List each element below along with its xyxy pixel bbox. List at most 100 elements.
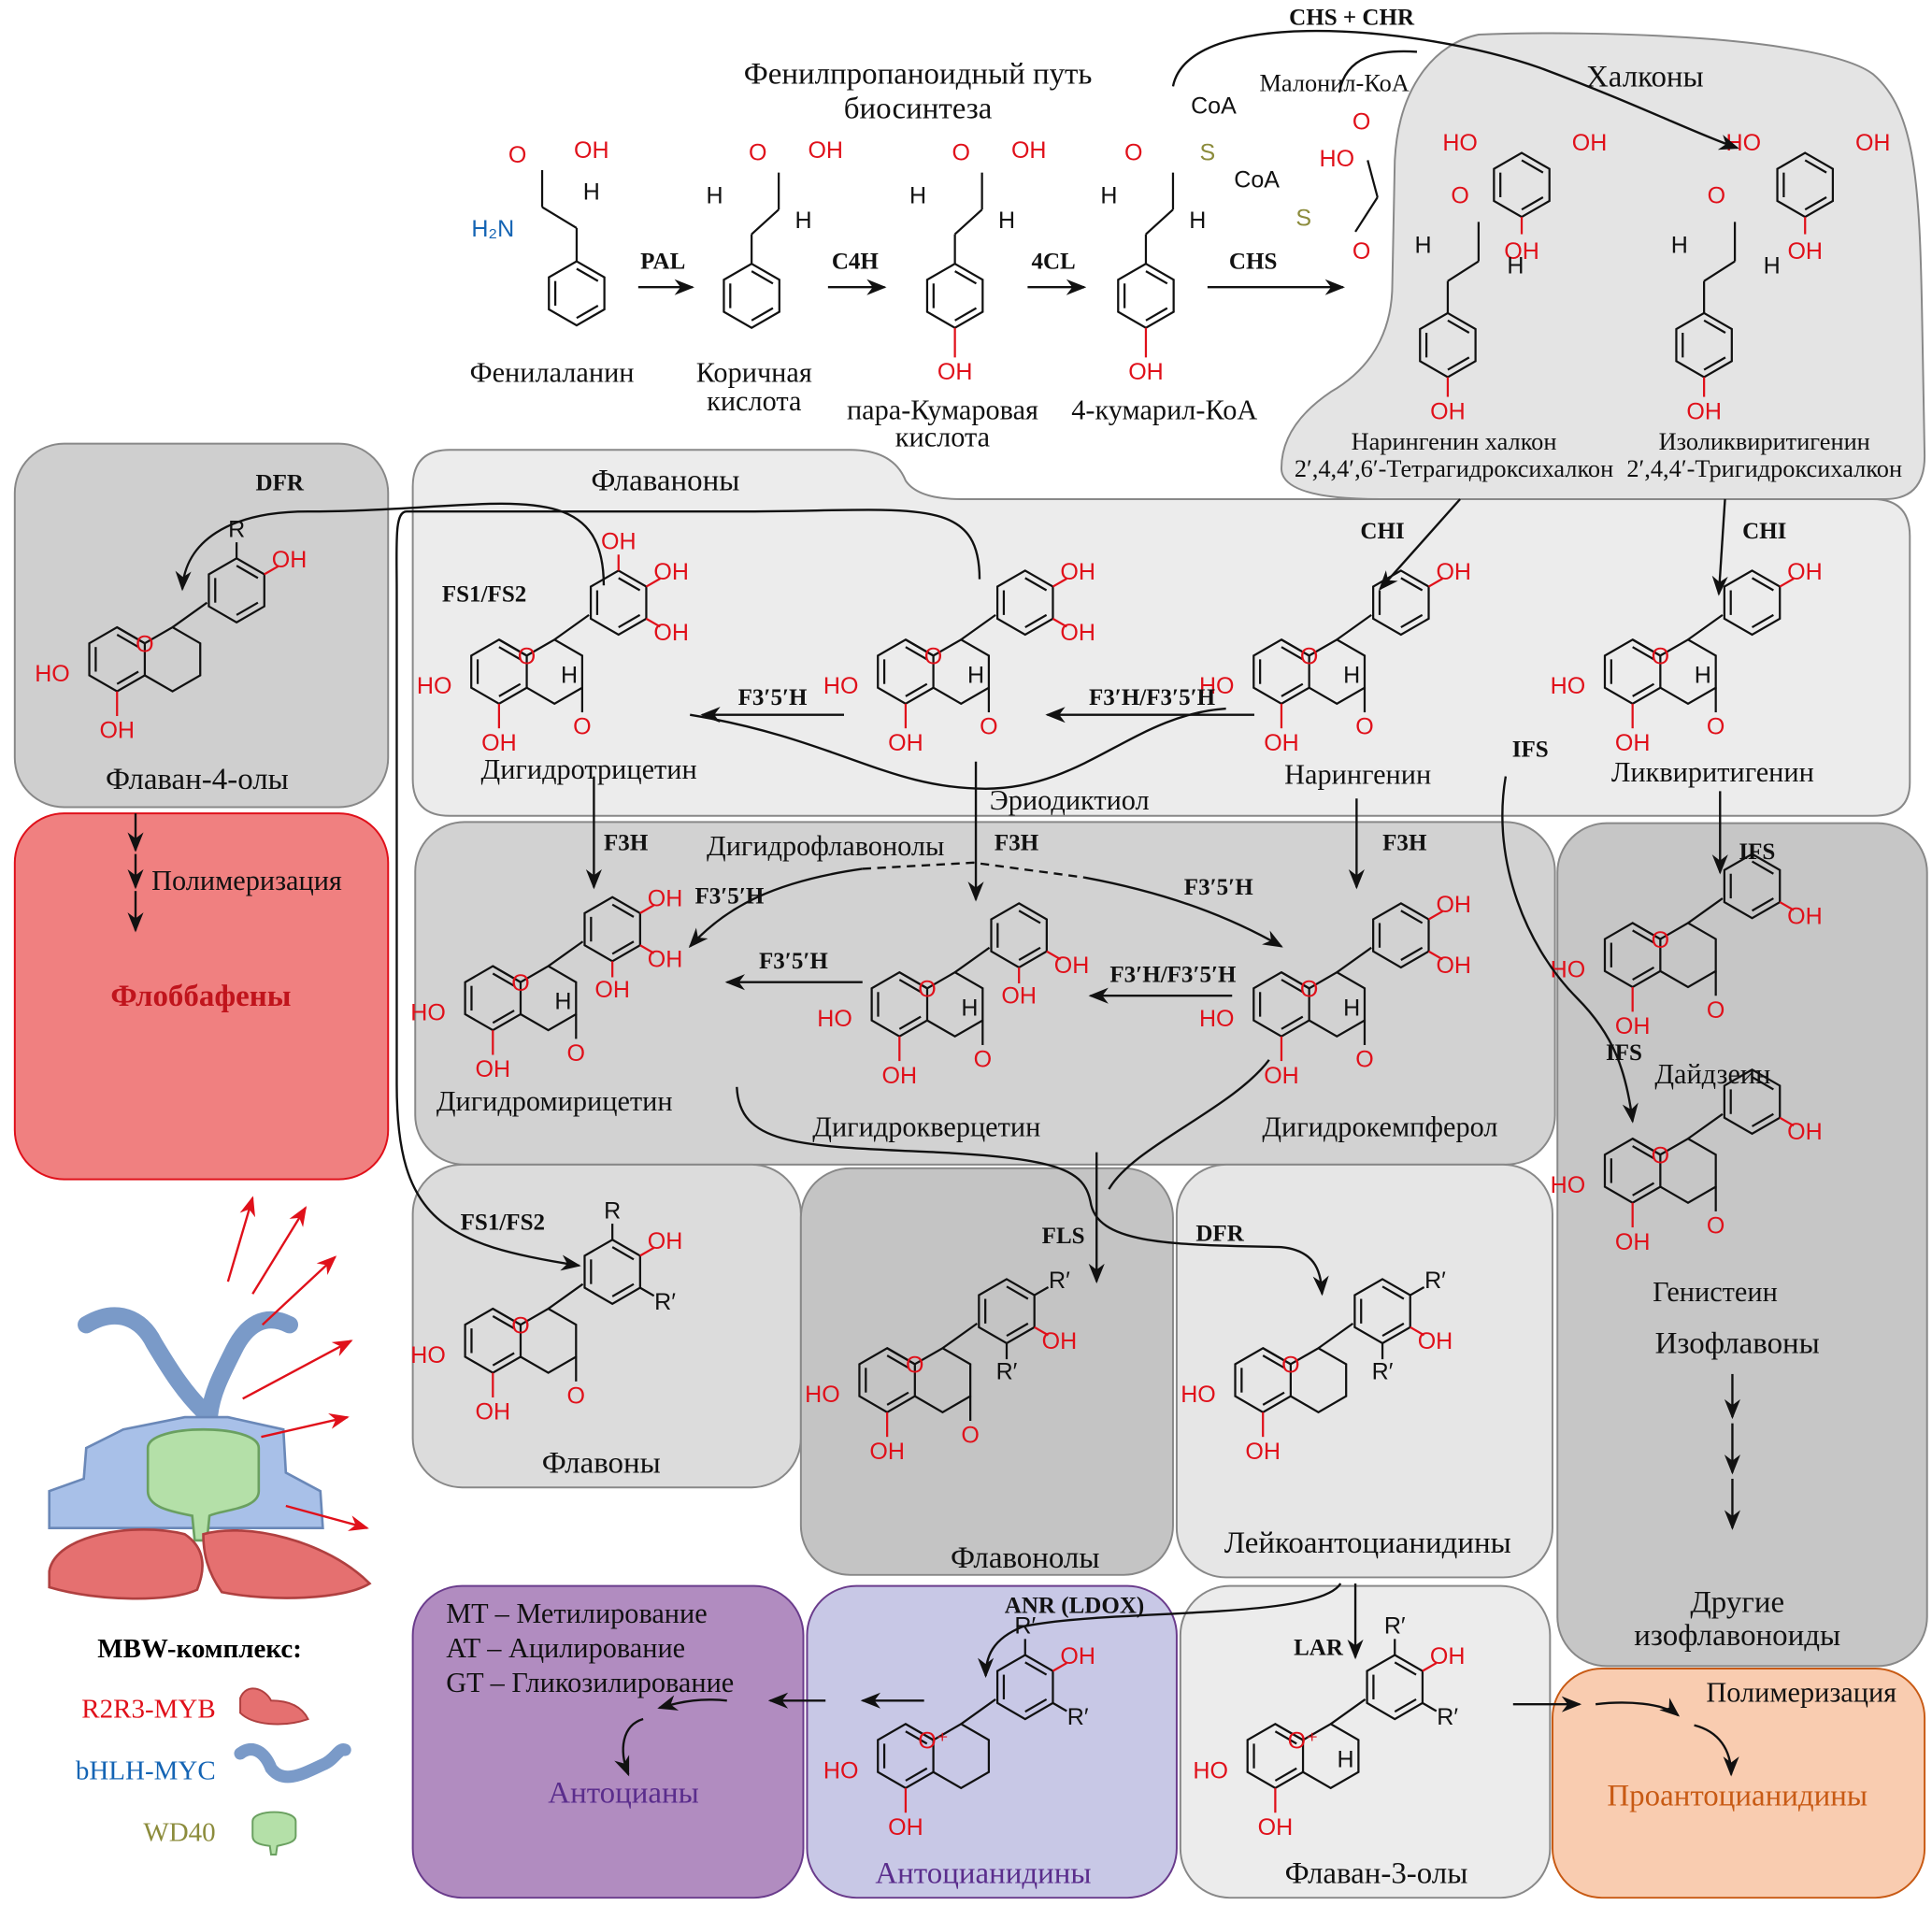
- enzyme-pal: PAL: [640, 249, 685, 274]
- fs-arrow: [395, 509, 981, 1271]
- other-isoflavonoids-label-1: Другие: [1690, 1585, 1784, 1619]
- double-bond: [236, 601, 259, 616]
- double-bond: [905, 1767, 928, 1782]
- bond: [1779, 1116, 1795, 1127]
- atom-label: H: [967, 662, 984, 688]
- dihydromyricetin-label: Дигидромирицетин: [436, 1085, 673, 1117]
- atom-label: O: [1652, 644, 1669, 670]
- atom-label: O: [1352, 238, 1370, 265]
- atom-label: OH: [648, 1228, 683, 1254]
- benzene-ring: [548, 260, 606, 327]
- bond: [1052, 617, 1067, 628]
- atom-label: OH: [1787, 238, 1823, 265]
- naringenin-chalcone-label: Нарингенин халкон: [1352, 428, 1557, 455]
- pa-polymer-arrow-2: [1694, 1724, 1739, 1777]
- double-bond: [611, 903, 635, 918]
- double-bond: [1804, 159, 1827, 174]
- atom-label: OH: [272, 547, 308, 573]
- enzyme-4cl: 4CL: [1031, 249, 1075, 274]
- double-bond: [1521, 159, 1544, 174]
- atom-label: OH: [882, 1063, 918, 1089]
- double-bond: [1024, 577, 1048, 592]
- chi-arrow-2: [1711, 498, 1728, 596]
- atom-label: R′: [1424, 1268, 1446, 1294]
- atom-label: R: [604, 1197, 621, 1224]
- atom-label: OH: [653, 559, 689, 585]
- enzyme-c4h: C4H: [832, 249, 880, 274]
- atom-label: OH: [888, 730, 923, 756]
- double-bond: [751, 270, 774, 285]
- atom-label: OH: [1615, 730, 1651, 756]
- atom-label: OH: [574, 137, 609, 164]
- enzyme-f3h-f35h-dihydroflavonol: F3′H/F3′5′H: [1109, 963, 1237, 988]
- bond: [645, 578, 661, 588]
- isoliquiritigenin-label: Изоликвиритигенин: [1659, 428, 1870, 455]
- flavan-3-ols-label: Флаван-3-олы: [1285, 1856, 1468, 1890]
- bond: [1422, 1662, 1438, 1672]
- double-bond: [492, 1010, 515, 1024]
- atom-label: O: [508, 142, 526, 168]
- heterocycle-ring: [1262, 1346, 1348, 1414]
- double-bond: [492, 972, 515, 987]
- naringenin-to-dihydrotricetin-curve: [690, 707, 1226, 790]
- atom-label: HO: [1181, 1382, 1216, 1408]
- atom-label: H: [1671, 232, 1688, 258]
- double-bond: [1006, 1285, 1029, 1300]
- atom-label: OH: [1060, 559, 1095, 585]
- enzyme-f35h-a: F3′5′H: [694, 883, 764, 909]
- bond: [547, 940, 584, 967]
- double-bond: [886, 1391, 909, 1406]
- atom-label: O: [980, 714, 997, 740]
- bond: [953, 208, 983, 236]
- bond: [547, 1282, 584, 1310]
- atom-label: OH: [1042, 1328, 1078, 1354]
- atom-label: OH: [1001, 983, 1037, 1010]
- atom-label: O: [1355, 1047, 1373, 1073]
- double-bond: [1274, 1730, 1297, 1745]
- double-bond: [1804, 196, 1827, 211]
- double-bond: [1145, 270, 1168, 285]
- heterocycle-ring: [1274, 1723, 1360, 1790]
- double-bond: [611, 940, 635, 955]
- double-bond: [1024, 1698, 1048, 1713]
- bond: [1052, 578, 1067, 588]
- double-bond: [611, 1246, 635, 1261]
- bond: [1336, 946, 1372, 974]
- atom-label: OH: [476, 1056, 511, 1082]
- atom-label: OH: [1615, 1229, 1651, 1255]
- double-bond: [498, 646, 522, 661]
- bond: [1317, 1322, 1354, 1350]
- atom-label: H: [794, 208, 811, 234]
- enzyme-f35h-c: F3′5′H: [1184, 875, 1253, 900]
- dfr-leuco-arrow: [736, 1086, 1329, 1297]
- enzyme-chi-1: CHI: [1360, 519, 1404, 544]
- atom-label: O: [1300, 644, 1318, 670]
- atom-label: OH: [1264, 730, 1299, 756]
- bond: [1427, 578, 1443, 588]
- bond: [960, 1698, 996, 1726]
- atom-label: OH: [481, 730, 517, 756]
- atom-label: OH: [1787, 1119, 1823, 1145]
- atom-label: O: [511, 970, 529, 996]
- enzyme-f35h-b: F3′5′H: [759, 949, 828, 974]
- double-bond: [1632, 1182, 1655, 1196]
- bond: [960, 613, 996, 641]
- bond: [953, 946, 991, 974]
- myb-legend-icon: [239, 1687, 309, 1726]
- double-bond: [116, 670, 139, 685]
- double-bond: [1521, 196, 1544, 211]
- atom-label: R′: [1384, 1613, 1406, 1640]
- coumaroyl-coa-label: 4-кумарил-КоА: [1071, 394, 1257, 425]
- bond: [1410, 1286, 1425, 1297]
- dfr-arrow: [175, 502, 606, 592]
- enzyme-ifs-2: IFS: [1606, 1040, 1642, 1066]
- double-bond: [492, 1352, 515, 1367]
- atom-label: O: [918, 977, 936, 1003]
- atom-label: HO: [410, 1000, 446, 1026]
- flavonols-label: Флавонолы: [951, 1541, 1099, 1575]
- atom-label: O: [1707, 1213, 1724, 1239]
